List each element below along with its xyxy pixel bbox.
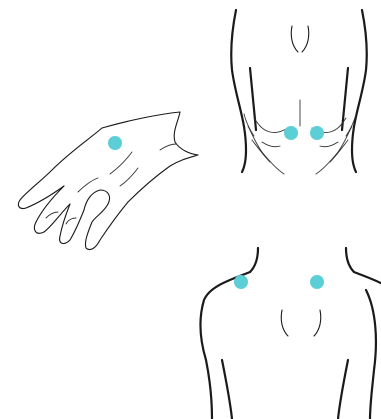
hand-illustration bbox=[18, 112, 198, 250]
acupoint-marker-hand bbox=[108, 136, 122, 150]
acupoint-marker-lower-back-right bbox=[310, 126, 324, 140]
shoulders-illustration bbox=[200, 248, 381, 419]
acupoint-marker-shoulder-right bbox=[310, 275, 324, 289]
lower-back-illustration bbox=[231, 10, 367, 174]
acupoint-marker-lower-back-left bbox=[284, 126, 298, 140]
acupoint-marker-shoulder-left bbox=[234, 275, 248, 289]
